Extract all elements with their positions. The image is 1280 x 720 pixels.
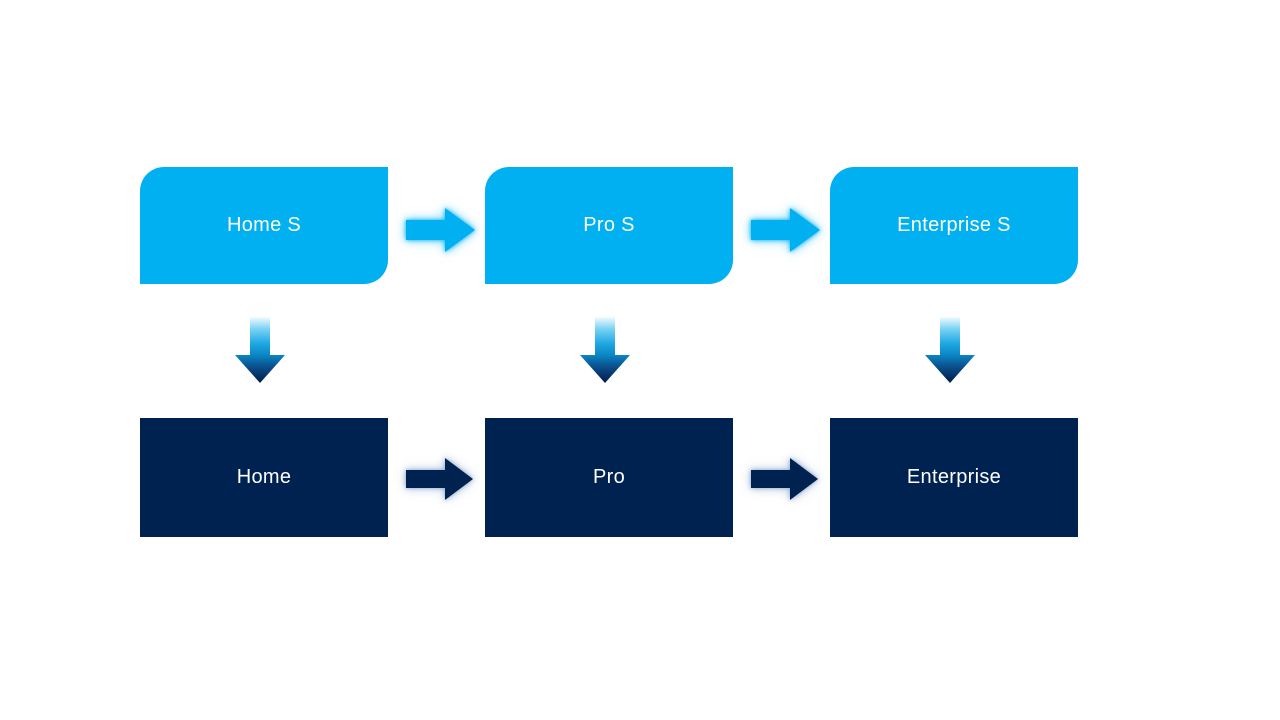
node-pro: Pro <box>485 418 733 537</box>
right-arrow-icon <box>751 208 820 252</box>
right-arrow-icon <box>406 457 475 501</box>
right-arrow-icon <box>406 208 475 252</box>
node-label: Home S <box>226 214 302 236</box>
down-arrow-icon <box>925 317 975 383</box>
node-label: Pro <box>592 466 626 488</box>
right-arrow-icon <box>751 457 820 501</box>
node-enterprise: Enterprise <box>830 418 1078 537</box>
node-label: Enterprise <box>906 466 1002 488</box>
node-label: Enterprise S <box>897 214 1011 236</box>
node-enterprise-s: Enterprise S <box>830 167 1078 284</box>
node-home: Home <box>140 418 388 537</box>
node-home-s: Home S <box>140 167 388 284</box>
down-arrow-icon <box>580 317 630 383</box>
node-label: Pro S <box>583 214 635 236</box>
node-label: Home <box>236 466 292 488</box>
node-pro-s: Pro S <box>485 167 733 284</box>
down-arrow-icon <box>235 317 285 383</box>
